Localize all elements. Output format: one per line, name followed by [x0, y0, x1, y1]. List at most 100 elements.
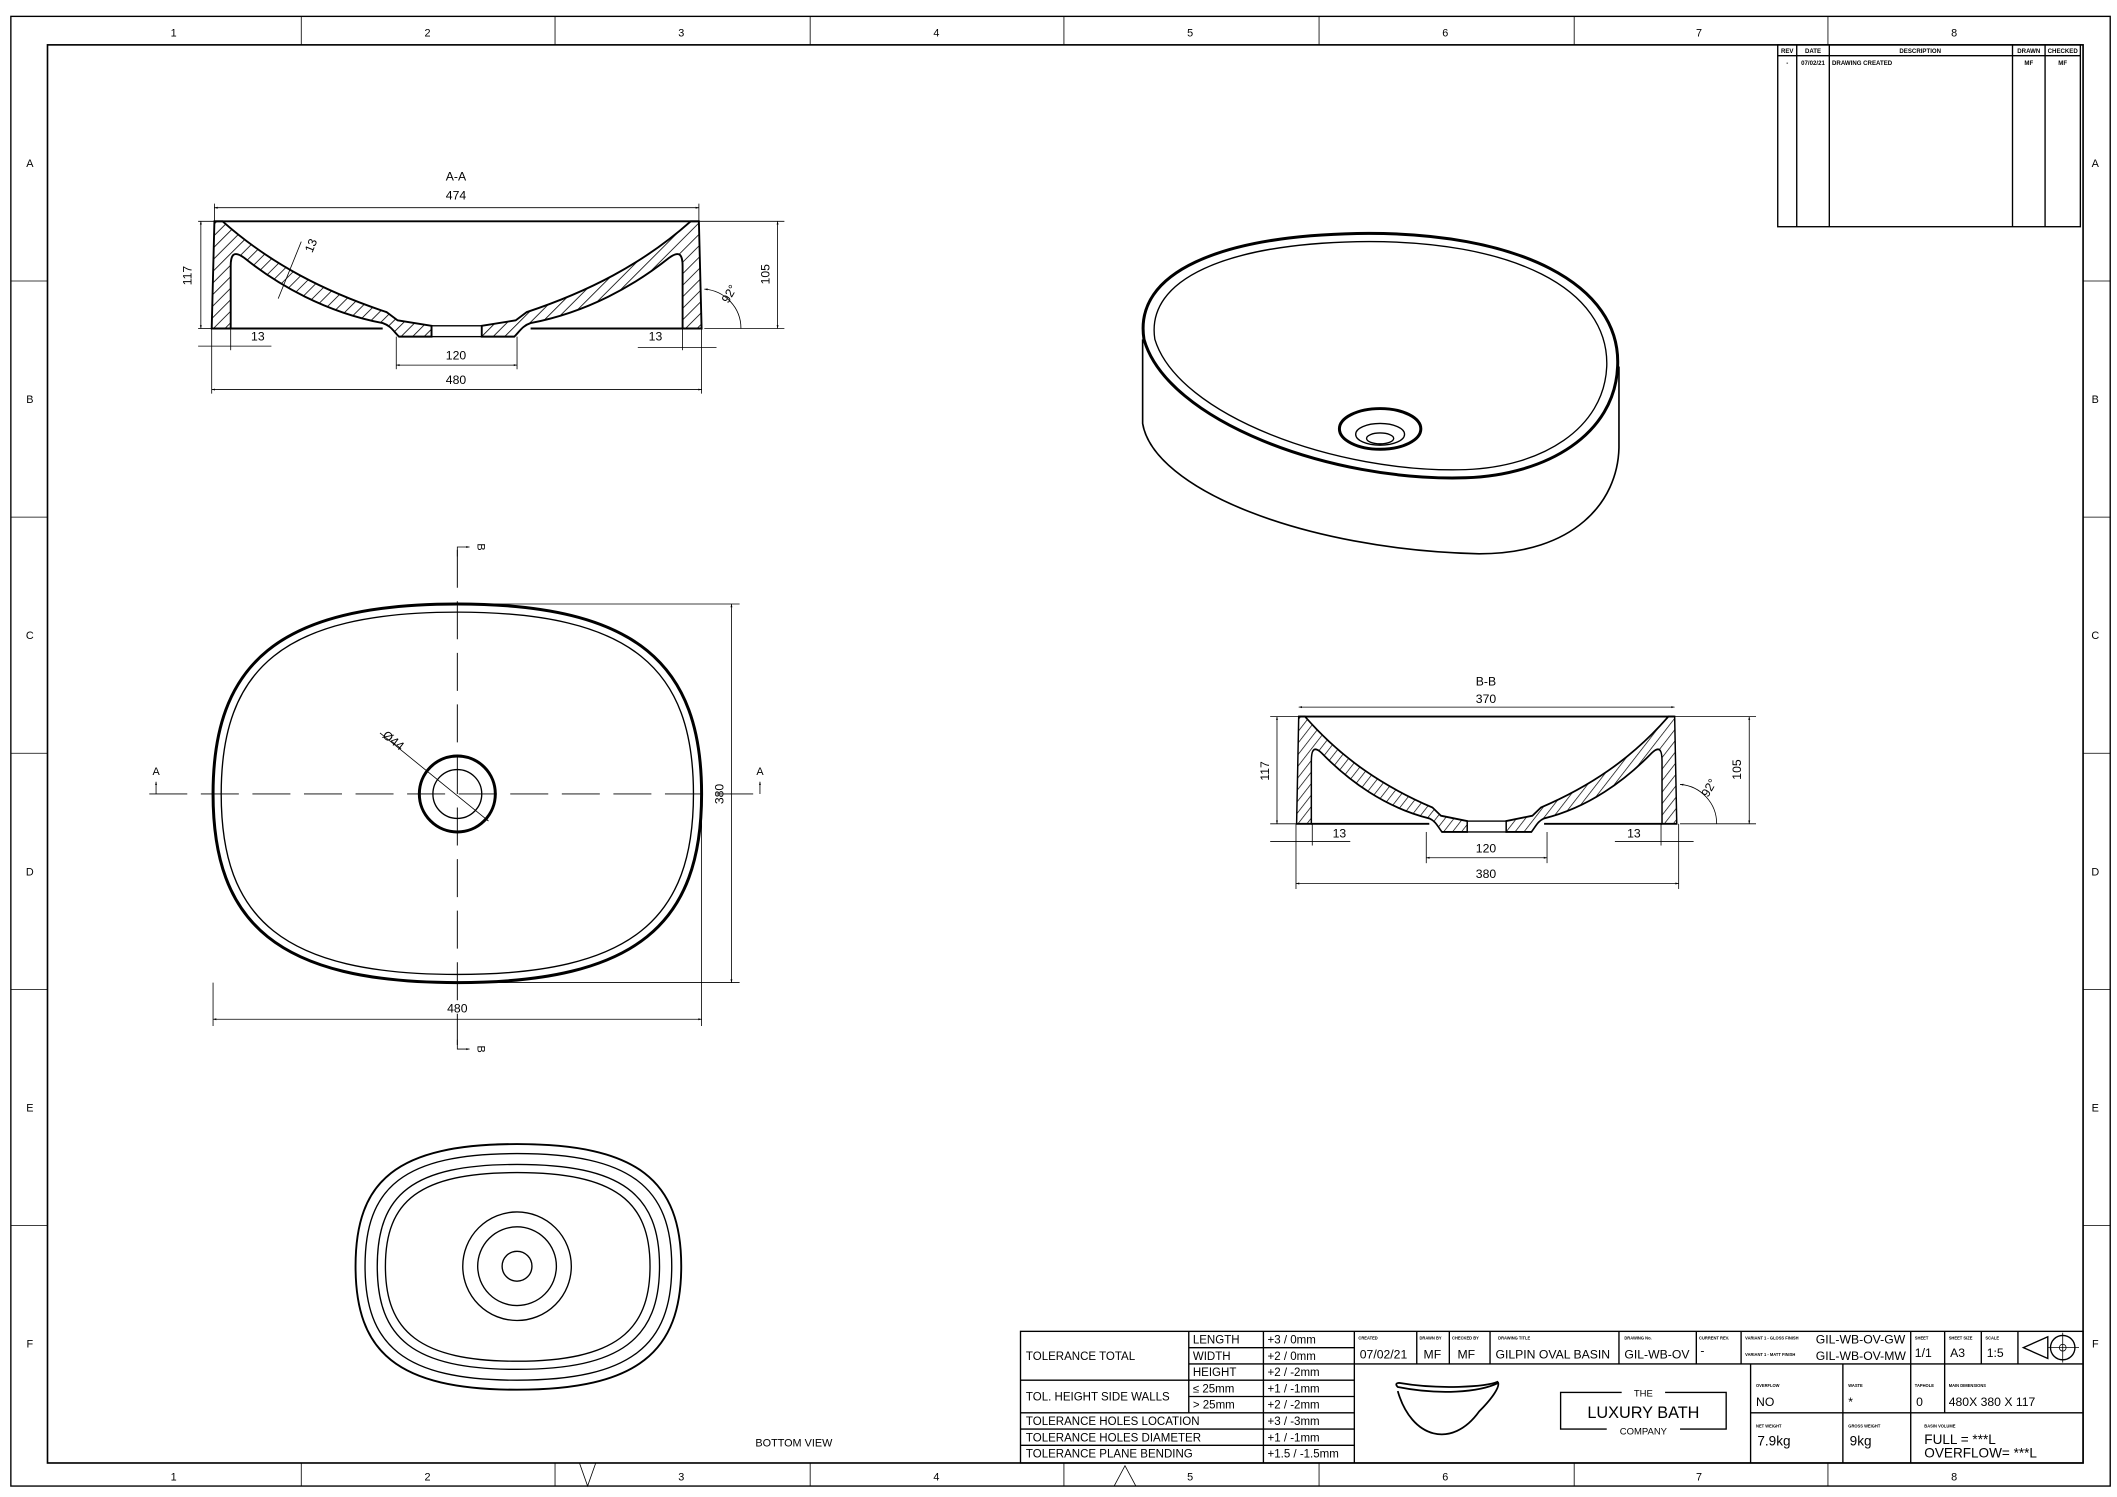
taphole-label: TAPHOLE	[1915, 1383, 1934, 1388]
drain-hole	[1337, 407, 1423, 451]
rev-value: -	[1786, 60, 1788, 67]
length-value: +3 / 0mm	[1267, 1335, 1315, 1347]
dim-drain-diameter: Ø44	[380, 728, 407, 753]
grid-col-4: 4	[933, 1472, 939, 1484]
overflow-label: OVERFLOW	[1756, 1383, 1780, 1388]
plane-bending-value: +1.5 / -1.5mm	[1267, 1449, 1338, 1461]
drawn-by-value: MF	[1424, 1347, 1442, 1361]
drawing-title-value: GILPIN OVAL BASIN	[1495, 1347, 1610, 1361]
dim-angle: 92°	[1698, 776, 1719, 799]
logo-name: LUXURY BATH	[1587, 1404, 1699, 1422]
section-marker-a-right: A	[756, 766, 764, 794]
grid-row-a: A	[2092, 158, 2100, 170]
width-value: +2 / 0mm	[1267, 1351, 1315, 1363]
scale-value: 1:5	[1987, 1346, 2004, 1360]
dim-total-height: 117	[180, 266, 194, 286]
main-dimensions-label: MAIN DIMENSIONS	[1949, 1383, 1987, 1388]
dim-plan-width: 480	[447, 1001, 468, 1015]
drawing-title-label: DRAWING TITLE	[1498, 1335, 1530, 1340]
dim-total-height: 117	[1258, 761, 1272, 781]
tolerance-table: TOLERANCE TOTAL LENGTH +3 / 0mm WIDTH +2…	[1020, 1331, 1356, 1463]
drain-inner-circle	[432, 768, 483, 820]
luxury-bath-company-logo: THE LUXURY BATH COMPANY	[1559, 1385, 1727, 1437]
side-walls-label: TOL. HEIGHT SIDE WALLS	[1026, 1392, 1170, 1404]
sheet-label: SHEET	[1915, 1335, 1929, 1340]
rev-header-checked: CHECKED	[2048, 48, 2079, 55]
current-rev-value: -	[1700, 1343, 1704, 1357]
overflow-value: NO	[1756, 1395, 1774, 1409]
grid-row-e: E	[26, 1103, 33, 1115]
rev-header-drawn: DRAWN	[2017, 48, 2040, 55]
waste-label: WASTE	[1848, 1383, 1863, 1388]
grid-row-b: B	[26, 394, 33, 406]
dim-left-wall: 13	[251, 330, 265, 344]
grid-col-3: 3	[678, 1472, 684, 1484]
volume-full-value: FULL = ***L	[1924, 1432, 1996, 1447]
grid-row-c: C	[2091, 630, 2099, 642]
grid-row-d: D	[26, 866, 34, 878]
variant-matt-label: VARIANT 1 - MATT FINISH	[1745, 1352, 1795, 1357]
gross-weight-value: 9kg	[1850, 1433, 1872, 1448]
grid-col-2: 2	[424, 1472, 430, 1484]
drawn-by-label: DRAWN BY	[1419, 1335, 1441, 1340]
bottom-view: BOTTOM VIEW	[354, 1143, 833, 1450]
section-a-a-view: A-A 474 117 13 105 92° 13 13 120 480	[180, 170, 785, 394]
grid-row-b: B	[2092, 394, 2099, 406]
title-block: TOLERANCE TOTAL LENGTH +3 / 0mm WIDTH +2…	[1019, 1330, 2084, 1464]
center-mark-bottom-right	[1113, 1464, 1137, 1487]
section-a-a-profile	[210, 220, 703, 338]
holes-location-label: TOLERANCE HOLES LOCATION	[1026, 1416, 1200, 1428]
gross-weight-label: GROSS WEIGHT	[1848, 1424, 1881, 1429]
grid-row-f: F	[27, 1339, 34, 1351]
sheet-frame	[10, 15, 2111, 1488]
dim-plan-depth: 380	[712, 784, 726, 805]
dim-drain-width: 120	[1476, 841, 1497, 855]
section-b-b-title: B-B	[1476, 674, 1496, 688]
grid-col-6: 6	[1442, 1472, 1448, 1484]
grid-row-labels-left: A B C D E F	[26, 158, 34, 1351]
length-label: LENGTH	[1193, 1335, 1240, 1347]
net-weight-label: NET WEIGHT	[1756, 1424, 1782, 1429]
rev-header-date: DATE	[1805, 48, 1821, 55]
plane-bending-label: TOLERANCE PLANE BENDING	[1026, 1449, 1193, 1461]
section-label-a: A	[152, 766, 160, 778]
holes-diameter-label: TOLERANCE HOLES DIAMETER	[1026, 1432, 1201, 1444]
basin-thumbnail-icon	[1395, 1380, 1500, 1436]
sheet-value: 1/1	[1915, 1346, 1932, 1360]
rev-description: DRAWING CREATED	[1832, 60, 1893, 67]
grid-row-f: F	[2092, 1339, 2099, 1351]
grid-col-3: 3	[678, 28, 684, 40]
created-label: CREATED	[1358, 1335, 1377, 1340]
grid-col-2: 2	[424, 28, 430, 40]
dim-overall-width: 480	[446, 373, 467, 387]
plan-view: Ø44 480 380 A A B B	[149, 543, 764, 1053]
variant-matt-value: GIL-WB-OV-MW	[1816, 1349, 1907, 1363]
section-a-a-title: A-A	[446, 170, 467, 184]
dim-top-width: 370	[1476, 692, 1497, 706]
rev-drawn: MF	[2024, 60, 2033, 67]
grid-col-7: 7	[1696, 28, 1702, 40]
sheet-size-value: A3	[1950, 1346, 1965, 1360]
dim-overall-width: 380	[1476, 867, 1497, 881]
dim-drain-width: 120	[446, 349, 467, 363]
rev-checked: MF	[2058, 60, 2067, 67]
checked-by-label: CHECKED BY	[1452, 1335, 1479, 1340]
net-weight-value: 7.9kg	[1757, 1433, 1790, 1448]
height-value: +2 / -2mm	[1267, 1367, 1319, 1379]
dim-inner-height: 105	[1730, 759, 1744, 780]
tolerance-total-label: TOLERANCE TOTAL	[1026, 1351, 1136, 1363]
revision-row: - 07/02/21 DRAWING CREATED MF MF	[1786, 60, 2067, 67]
variant-gloss-value: GIL-WB-OV-GW	[1816, 1333, 1906, 1347]
drain-outer-circle	[417, 754, 497, 834]
grid-row-d: D	[2091, 866, 2099, 878]
rev-header-description: DESCRIPTION	[1899, 48, 1941, 55]
variant-gloss-label: VARIANT 1 - GLOSS FINISH	[1745, 1335, 1798, 1340]
drawing-no-label: DRAWING No.	[1624, 1335, 1651, 1340]
grid-col-1: 1	[171, 28, 177, 40]
basin-rim	[1141, 231, 1620, 480]
grid-col-8: 8	[1951, 28, 1957, 40]
main-dimensions-value: 480X 380 X 117	[1949, 1395, 2036, 1409]
dim-wall-thickness: 13	[302, 236, 320, 254]
width-label: WIDTH	[1193, 1351, 1231, 1363]
